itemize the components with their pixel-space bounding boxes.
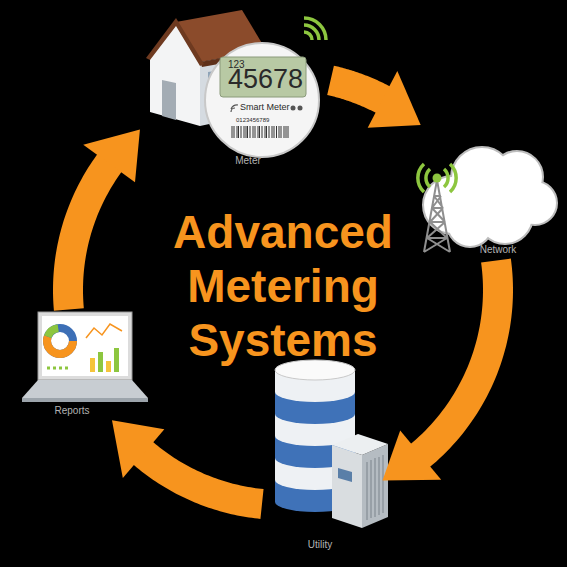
flow-arrow xyxy=(382,260,497,480)
bar-chart xyxy=(106,361,111,372)
node-caption: Reports xyxy=(27,405,117,417)
meter-button xyxy=(291,106,296,111)
meter-barcode xyxy=(232,126,288,138)
cloud-illustration xyxy=(418,148,556,252)
laptop-illustration xyxy=(22,312,148,402)
radio-waves xyxy=(418,164,456,192)
arrow-head xyxy=(382,431,441,481)
line-chart xyxy=(86,324,122,338)
cloud-core xyxy=(460,185,530,220)
arrow-head xyxy=(83,130,140,183)
donut-chart xyxy=(47,328,73,354)
node-caption: Meter xyxy=(203,155,293,167)
meter-reading: 45678 xyxy=(228,66,303,93)
radio-tower xyxy=(424,180,450,252)
flow-arrow xyxy=(331,71,421,128)
legend-dots xyxy=(47,367,68,370)
cloud-fill xyxy=(424,148,556,246)
meter-illustration xyxy=(205,18,326,157)
icon-node: Reports xyxy=(25,310,150,420)
arrow-shaft xyxy=(142,452,262,504)
server-front xyxy=(332,445,362,528)
house-roof-gable-edge xyxy=(146,18,204,66)
laptop-lip xyxy=(22,398,148,402)
house-door xyxy=(162,80,176,120)
arrow-head xyxy=(112,420,164,478)
arrow-head xyxy=(368,71,421,128)
meter-wifi-icon xyxy=(231,105,238,112)
node-caption: Utility xyxy=(275,539,365,551)
cloud-outline xyxy=(424,148,556,246)
bar-chart xyxy=(114,348,119,372)
server-illustration xyxy=(332,434,388,528)
meter-body xyxy=(205,43,319,157)
server-slots xyxy=(367,455,383,520)
laptop-screen-frame xyxy=(38,312,132,380)
server-panel xyxy=(338,468,352,482)
flow-arrow xyxy=(68,130,140,310)
arrow-shaft xyxy=(68,162,110,310)
serial-number: 0123456789 xyxy=(236,117,269,123)
bar-chart xyxy=(98,352,103,372)
meter-button xyxy=(298,106,303,111)
antenna-light xyxy=(433,174,442,183)
arrow-shaft xyxy=(419,260,498,456)
icon-node: Network xyxy=(400,125,555,260)
laptop-keyboard xyxy=(22,380,148,398)
laptop-screen xyxy=(42,316,128,376)
arrow-shaft xyxy=(331,80,385,100)
donut-chart xyxy=(47,328,73,354)
server-side xyxy=(362,444,388,528)
node-caption: Network xyxy=(453,244,543,256)
server-top xyxy=(332,434,388,455)
bar-chart xyxy=(90,358,95,372)
donut-chart xyxy=(47,328,73,354)
icon-node: Utility xyxy=(262,355,382,555)
diagram-title: Advanced Metering Systems xyxy=(133,205,433,367)
meter-display xyxy=(220,57,306,97)
meter-brand: Smart Meter xyxy=(240,103,290,112)
flow-arrow xyxy=(112,420,262,504)
wifi-signal xyxy=(304,18,326,40)
